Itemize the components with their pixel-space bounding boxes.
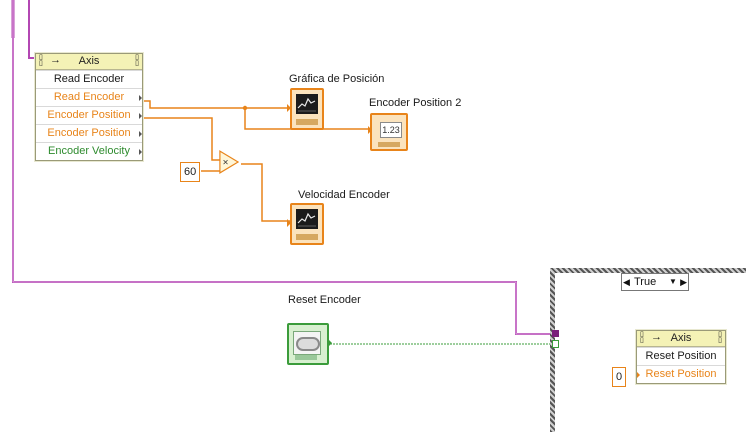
axis-reset-property-node[interactable]: ▯▯ → Axis ▯▯ Reset Position Reset Positi… (636, 330, 726, 384)
output-terminal-icon[interactable] (139, 149, 142, 155)
velocidad-encoder-label: Velocidad Encoder (298, 189, 390, 201)
terminal-footer (295, 355, 317, 360)
property-row-read-encoder[interactable]: Read Encoder (36, 88, 142, 106)
property-label: Read Encoder (53, 73, 125, 85)
input-terminal-icon[interactable] (637, 372, 640, 378)
property-row-encoder-position[interactable]: Encoder Position (36, 106, 142, 124)
encoder-position-2-label: Encoder Position 2 (369, 97, 462, 109)
property-node-header: ▯▯ → Axis ▯▯ (637, 331, 725, 347)
case-selector[interactable]: ◀ True ▼ ▶ (621, 273, 689, 291)
arrow-right-icon: → (50, 54, 61, 66)
reset-encoder-button-terminal[interactable] (287, 323, 332, 365)
multiply-icon[interactable]: × (219, 150, 239, 174)
reference-out-icon: ▯▯ (135, 54, 139, 67)
boolean-button-icon (293, 331, 321, 355)
property-node-class: Axis (670, 332, 692, 344)
property-row-encoder-position-2[interactable]: Encoder Position (36, 124, 142, 142)
terminal-footer (296, 119, 318, 125)
property-row-encoder-velocity[interactable]: Encoder Velocity (36, 142, 142, 160)
grafica-posicion-label: Gráfica de Posición (289, 73, 385, 85)
encoder-position-2-indicator[interactable]: 1.23 (368, 113, 408, 151)
property-label: Reset Position (645, 368, 717, 380)
output-terminal-icon (328, 339, 332, 347)
property-node-header: ▯▯ → Axis ▯▯ (36, 54, 142, 70)
property-label: Encoder Velocity (48, 145, 130, 157)
constant-zero[interactable]: 0 (612, 367, 627, 387)
input-terminal-icon (368, 126, 372, 134)
output-terminal-icon[interactable] (139, 113, 142, 119)
arrow-right-icon: → (651, 331, 662, 343)
boolean-tunnel (552, 340, 559, 348)
property-row-reset-position[interactable]: Reset Position (637, 365, 725, 383)
velocidad-encoder-chart-terminal[interactable] (287, 203, 324, 245)
reference-out-icon: ▯▯ (718, 331, 722, 344)
svg-text:×: × (223, 158, 229, 169)
property-label: Encoder Position (47, 109, 131, 121)
waveform-chart-icon (296, 94, 318, 114)
selector-prev-arrow-icon[interactable]: ◀ (623, 277, 630, 287)
property-node-class: Axis (78, 55, 100, 67)
selector-dropdown-icon[interactable]: ▼ (669, 277, 677, 286)
reference-in-icon: ▯▯ (640, 331, 644, 344)
case-selector-value: True (634, 276, 657, 288)
property-label: Read Encoder (53, 91, 125, 103)
property-label: Encoder Position (47, 127, 131, 139)
numeric-indicator-value: 1.23 (380, 122, 402, 138)
button-shape (296, 337, 320, 351)
grafica-posicion-chart-terminal[interactable] (287, 88, 324, 130)
terminal-footer (378, 142, 400, 147)
reference-in-icon: ▯▯ (39, 54, 43, 67)
axis-property-node[interactable]: ▯▯ → Axis ▯▯ Read Encoder Read Encoder E… (35, 53, 143, 161)
property-label: Reset Position (645, 350, 717, 362)
property-row-read-encoder-write[interactable]: Read Encoder (36, 70, 142, 88)
cluster-tunnel (552, 330, 559, 337)
selector-next-arrow-icon[interactable]: ▶ (680, 277, 687, 287)
property-row-reset-position-write[interactable]: Reset Position (637, 347, 725, 365)
output-terminal-icon[interactable] (139, 95, 142, 101)
input-terminal-icon (287, 219, 291, 227)
output-terminal-icon[interactable] (139, 131, 142, 137)
input-terminal-icon (287, 104, 291, 112)
constant-sixty[interactable]: 60 (180, 162, 201, 182)
terminal-footer (296, 234, 318, 240)
waveform-chart-icon (296, 209, 318, 229)
reset-encoder-label: Reset Encoder (288, 294, 361, 306)
